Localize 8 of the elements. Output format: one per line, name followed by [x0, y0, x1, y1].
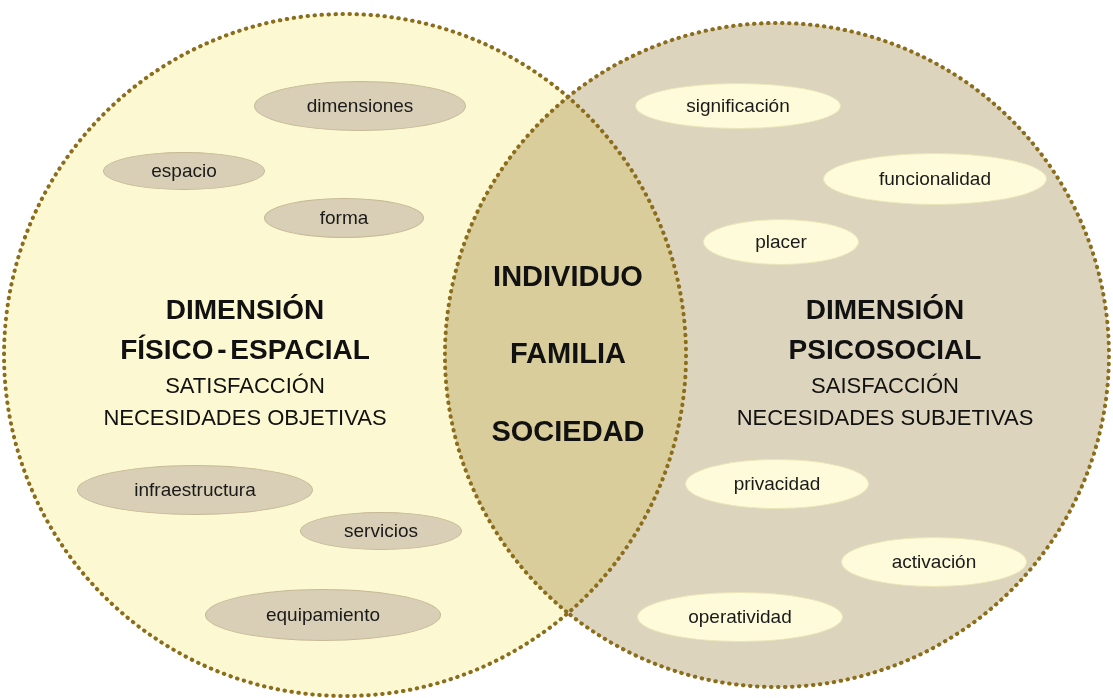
dimension-heading: DIMENSIÓN FÍSICO - ESPACIAL: [119, 293, 371, 367]
dimension-subtitle: SAISFACCIÓN NECESIDADES SUBJETIVAS: [735, 372, 1035, 432]
dimension-subtitle: SATISFACCIÓN NECESIDADES OBJETIVAS: [102, 372, 388, 432]
dimension-heading: DIMENSIÓN PSICOSOCIAL: [787, 293, 983, 367]
overlap-label: SOCIEDAD: [490, 415, 646, 448]
overlap-region: [442, 95, 689, 615]
overlap-label: FAMILIA: [509, 337, 627, 370]
overlap-label: INDIVIDUO: [492, 260, 644, 293]
